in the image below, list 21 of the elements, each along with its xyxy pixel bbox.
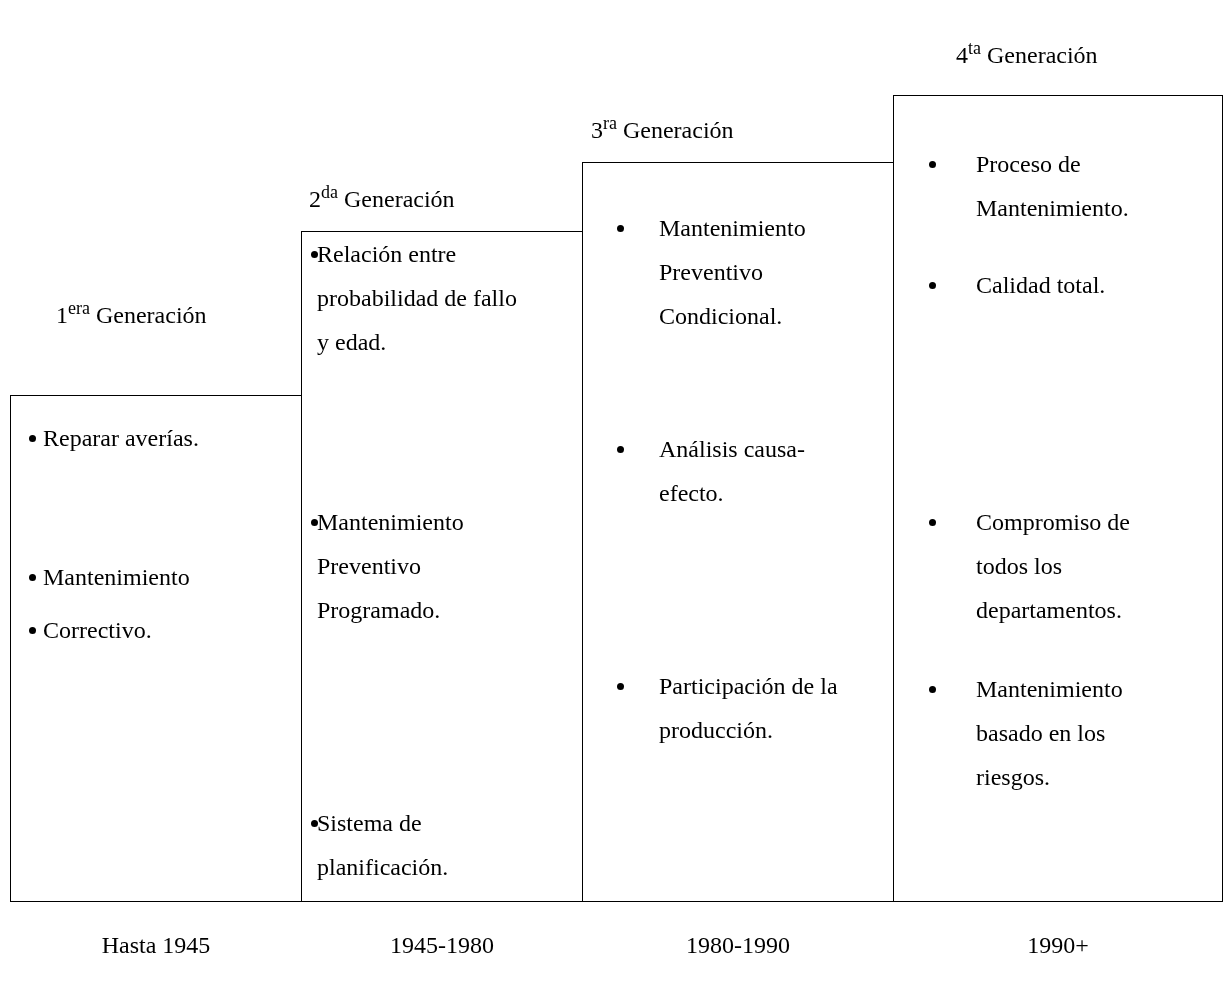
generation-heading: 4$^{ta}$ Generación: [956, 37, 1098, 70]
bullet-item: Participación de la producción.: [659, 672, 839, 745]
period-label: 1980-1990: [686, 931, 790, 960]
bullet-item: Mantenimiento: [43, 563, 191, 592]
bullet-item: Mantenimiento basado en los riesgos.: [976, 675, 1124, 792]
bullet-item: Mantenimiento Preventivo Programado.: [317, 508, 465, 625]
bullet-item: Mantenimiento Preventivo Condicional.: [659, 214, 807, 331]
bullet-item: Análisis causa-efecto.: [659, 435, 806, 508]
generation-heading: 1$^{era}$ Generación: [56, 297, 207, 330]
generation-heading: 3$^{ra}$ Generación: [591, 112, 734, 145]
bullet-item: Relación entre probabilidad de fallo y edad.: [317, 240, 518, 357]
bullet-item: Correctivo.: [43, 616, 153, 645]
period-label: Hasta 1945: [101, 931, 211, 960]
generation-heading: 2$^{da}$ Generación: [309, 181, 455, 214]
period-label: 1945-1980: [390, 931, 494, 960]
bullet-item: Proceso de Mantenimiento.: [976, 150, 1130, 223]
bullet-item: Reparar averías.: [43, 424, 200, 453]
bullet-item: Calidad total.: [976, 271, 1107, 300]
bullet-item: Compromiso de todos los departamentos.: [976, 508, 1131, 625]
bullet-item: Sistema de planificación.: [317, 809, 450, 882]
period-label: 1990+: [1027, 931, 1089, 960]
